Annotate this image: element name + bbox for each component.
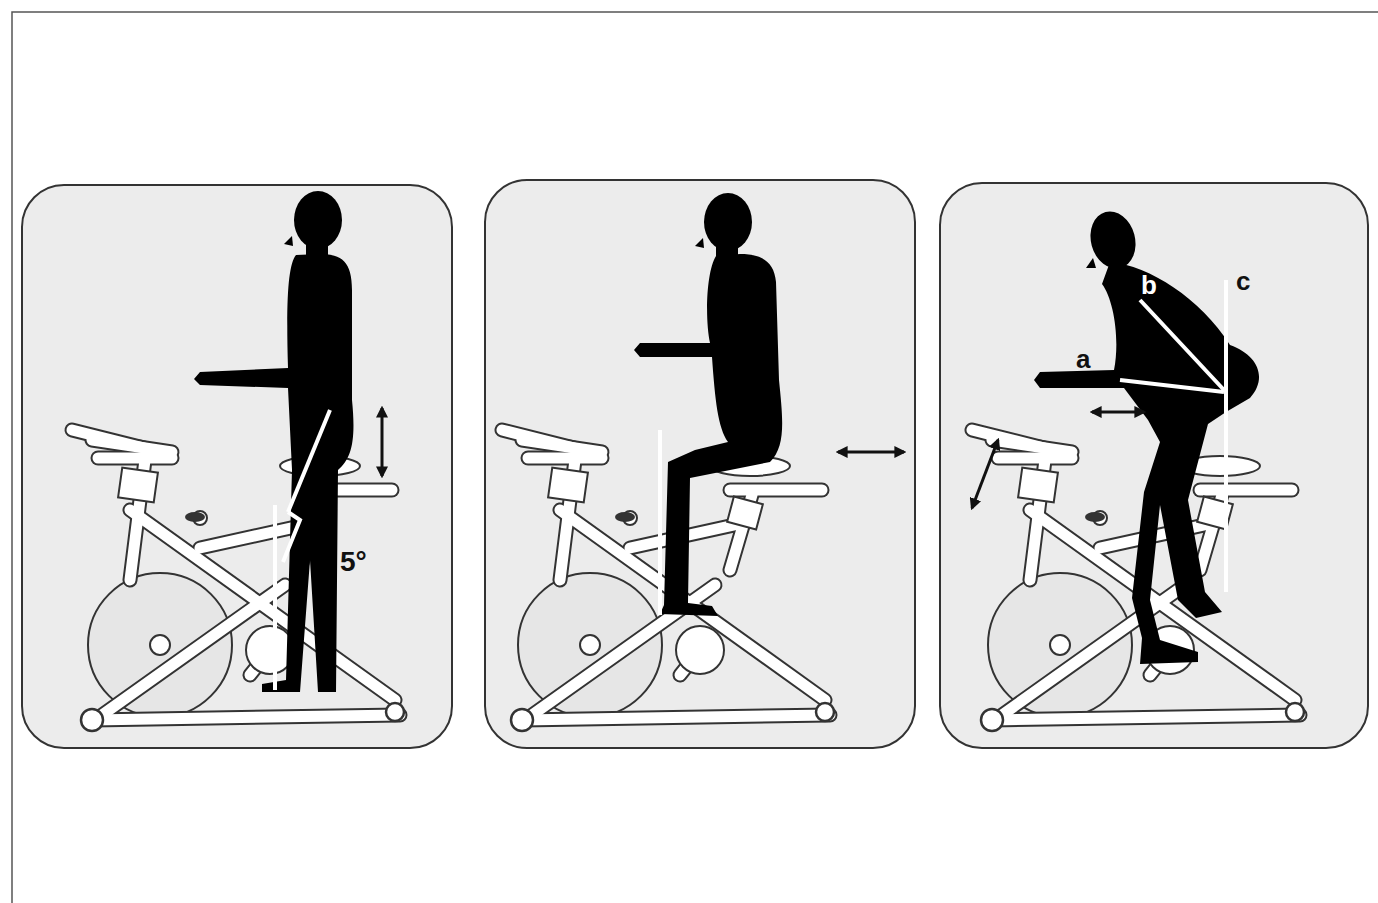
adjust-arrow xyxy=(838,451,904,454)
measure-letter: c xyxy=(1236,268,1250,294)
measure-letter: a xyxy=(1076,346,1090,372)
rider-silhouette xyxy=(634,193,782,616)
panel xyxy=(940,183,1368,748)
angle-guide xyxy=(275,410,330,690)
angle-label: 5° xyxy=(340,548,367,576)
panel xyxy=(22,185,452,748)
page-border xyxy=(12,12,1378,903)
plumb-line xyxy=(658,430,662,615)
adjust-arrow xyxy=(1092,411,1144,414)
fit-guide xyxy=(1120,280,1226,592)
panel xyxy=(485,180,915,748)
rider-silhouette xyxy=(1034,206,1259,664)
rider-silhouette xyxy=(194,191,353,692)
measure-letter: b xyxy=(1141,272,1157,298)
adjust-arrow xyxy=(381,408,384,476)
adjust-arrow xyxy=(972,440,998,508)
spin-bike xyxy=(72,430,404,731)
